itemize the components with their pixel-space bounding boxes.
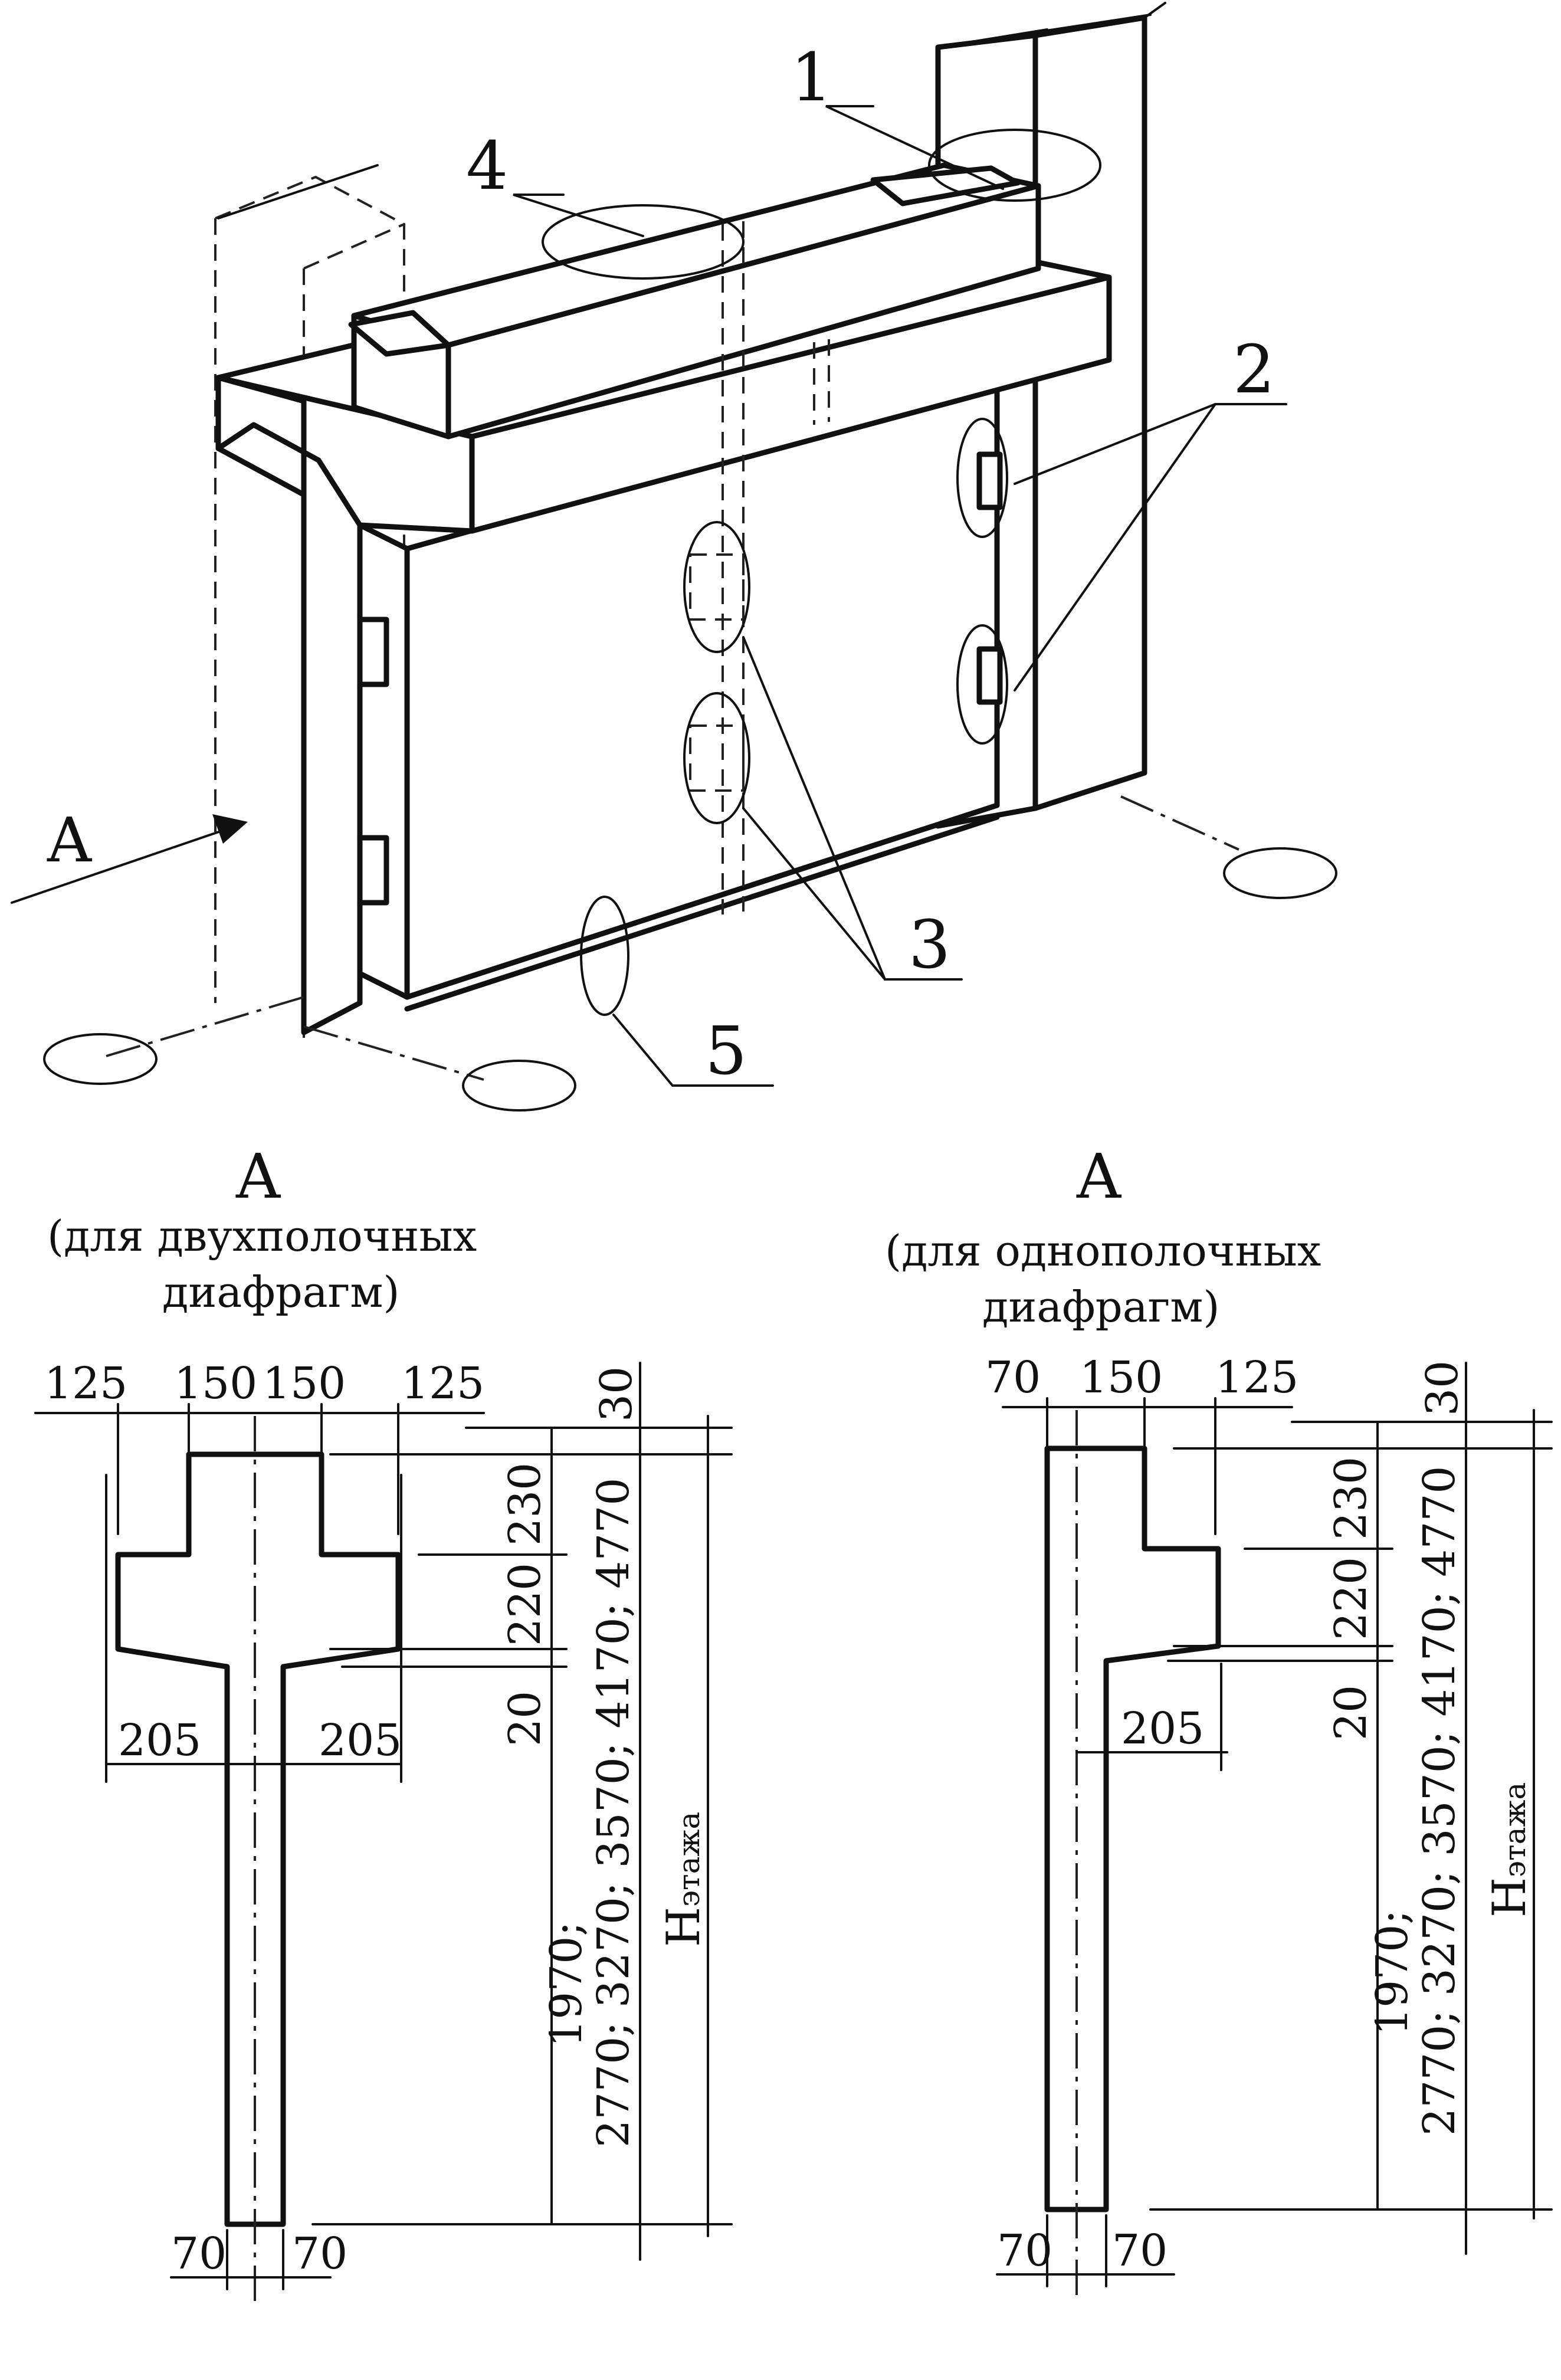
- single-vert-dim-230: 230: [1326, 1457, 1376, 1540]
- double-vert-dim-230: 230: [500, 1463, 550, 1546]
- single-height-first: 1970;: [1367, 1910, 1418, 2035]
- double-rib-dim-right: 205: [319, 1715, 402, 1766]
- callout-2: 2: [1233, 332, 1275, 408]
- section-single-shelf: A (для однополочных диафрагм) 70 150 125…: [885, 1140, 1553, 2301]
- callout-5: 5: [705, 1013, 747, 1090]
- axis-marker-middle: [462, 1060, 576, 1112]
- single-height-list: 2770; 3270; 3570; 4170; 4770: [1414, 1466, 1465, 2136]
- section-double-caption-2: диафрагм): [162, 1267, 399, 1317]
- double-vert-dim-20: 20: [500, 1691, 550, 1746]
- left-keys: [357, 617, 389, 906]
- axis-lines: [43, 795, 1337, 1112]
- double-top-dim-150-right: 150: [263, 1358, 346, 1409]
- axis-marker-right: [1223, 847, 1337, 899]
- leader-lines: [11, 105, 1287, 1087]
- section-double-view-label: A: [235, 1140, 281, 1212]
- section-single-caption-1: (для однополочных: [885, 1226, 1321, 1276]
- axis-marker-left: [43, 1033, 158, 1085]
- isometric-view: 1 4 2 3 5 A: [11, 2, 1337, 1112]
- section-single-view-label: A: [1076, 1140, 1122, 1212]
- section-double-profile: [115, 1451, 401, 2227]
- double-top-dim-150-left: 150: [174, 1358, 257, 1409]
- double-floor-height: Hэтажа: [657, 1812, 710, 1947]
- double-height-list: 2770; 3270; 3570; 4170; 4770: [588, 1478, 639, 2148]
- callout-4: 4: [466, 128, 508, 205]
- right-keys: [976, 451, 1003, 705]
- callout-3: 3: [909, 907, 950, 984]
- single-top-dim-70: 70: [985, 1352, 1041, 1403]
- single-vert-dim-30: 30: [1417, 1361, 1468, 1416]
- top-dimension-ticks: [217, 14, 1152, 219]
- double-bottom-dim-right: 70: [292, 2228, 347, 2279]
- view-arrow-label: A: [47, 804, 93, 876]
- single-top-dim-150: 150: [1080, 1352, 1163, 1403]
- callout-ellipses: [542, 129, 1101, 1016]
- view-arrow-head: [212, 814, 248, 844]
- single-vert-dim-20: 20: [1326, 1685, 1376, 1740]
- left-column-outline: [214, 175, 405, 1038]
- section-double-caption-1: (для двухполочных: [47, 1211, 477, 1261]
- double-top-dim-125-left: 125: [44, 1358, 127, 1409]
- double-height-first: 1970;: [541, 1922, 592, 2047]
- callout-1: 1: [791, 40, 832, 116]
- single-top-dim-125: 125: [1215, 1352, 1298, 1403]
- section-double-shelf: A (для двухполочных диафрагм) 125 150 15…: [34, 1140, 733, 2301]
- double-bottom-dim-left: 70: [171, 2228, 227, 2279]
- double-top-dim-125-right: 125: [401, 1358, 484, 1409]
- double-vert-dim-220: 220: [500, 1563, 550, 1646]
- double-vert-dim-30: 30: [591, 1366, 642, 1422]
- single-floor-height: Hэтажа: [1483, 1782, 1536, 1917]
- single-bottom-dim-left: 70: [997, 2225, 1052, 2276]
- single-vert-dim-220: 220: [1326, 1557, 1376, 1640]
- section-single-profile: [1044, 1445, 1221, 2212]
- single-bottom-dim-right: 70: [1112, 2225, 1168, 2276]
- double-rib-dim-left: 205: [118, 1715, 201, 1766]
- section-single-caption-2: диафрагм): [982, 1282, 1219, 1332]
- single-rib-dim: 205: [1121, 1703, 1204, 1754]
